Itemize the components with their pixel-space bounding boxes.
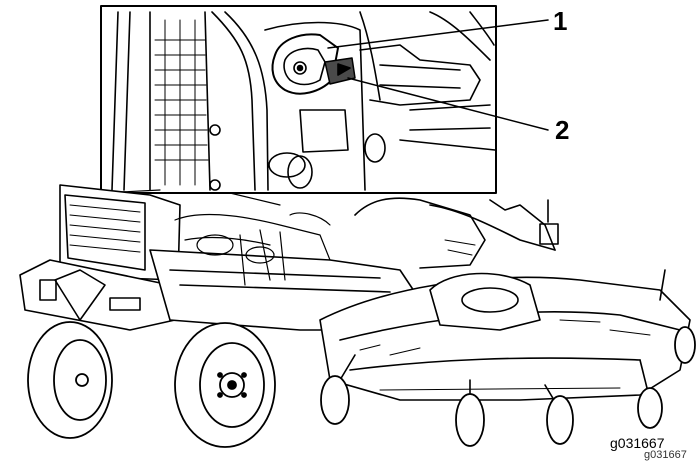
callout-1: 1	[553, 6, 568, 36]
cutting-deck	[319, 269, 691, 411]
castor-wheels	[320, 326, 696, 447]
callout-2: 2	[555, 115, 570, 145]
figure-id-secondary: g031667	[644, 449, 687, 461]
rear-wheel	[27, 321, 113, 439]
figure-id-primary: g031667	[610, 435, 665, 451]
lower-fitting	[268, 133, 386, 189]
wheels	[27, 321, 696, 448]
control-switch	[271, 33, 356, 95]
leader-lines	[327, 19, 549, 131]
front-wheel	[174, 322, 276, 448]
